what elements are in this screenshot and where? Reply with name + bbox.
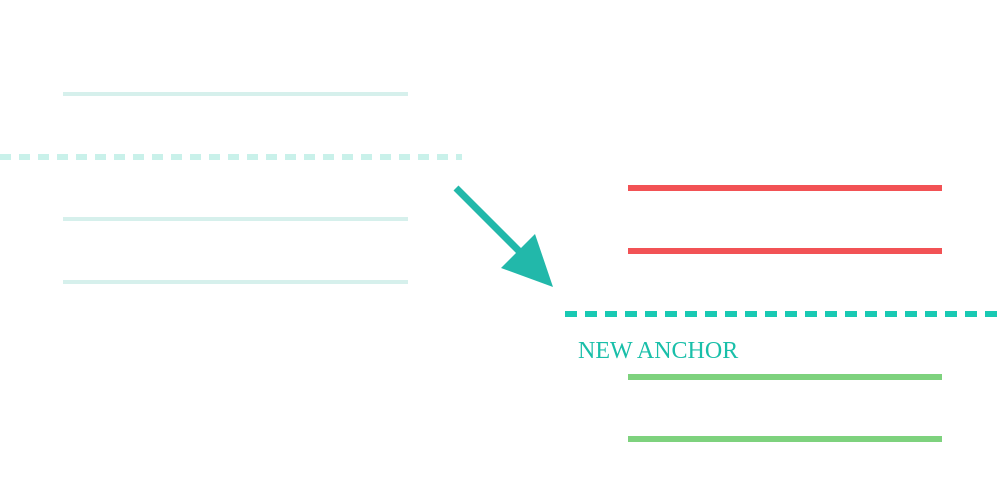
new-state-group	[565, 185, 1005, 442]
new-anchor-label: NEW ANCHOR	[578, 338, 739, 364]
old-state-group	[0, 92, 462, 284]
shift-arrow	[453, 185, 553, 287]
arrow-shaft	[453, 185, 525, 257]
arrow-head-icon	[501, 234, 553, 287]
